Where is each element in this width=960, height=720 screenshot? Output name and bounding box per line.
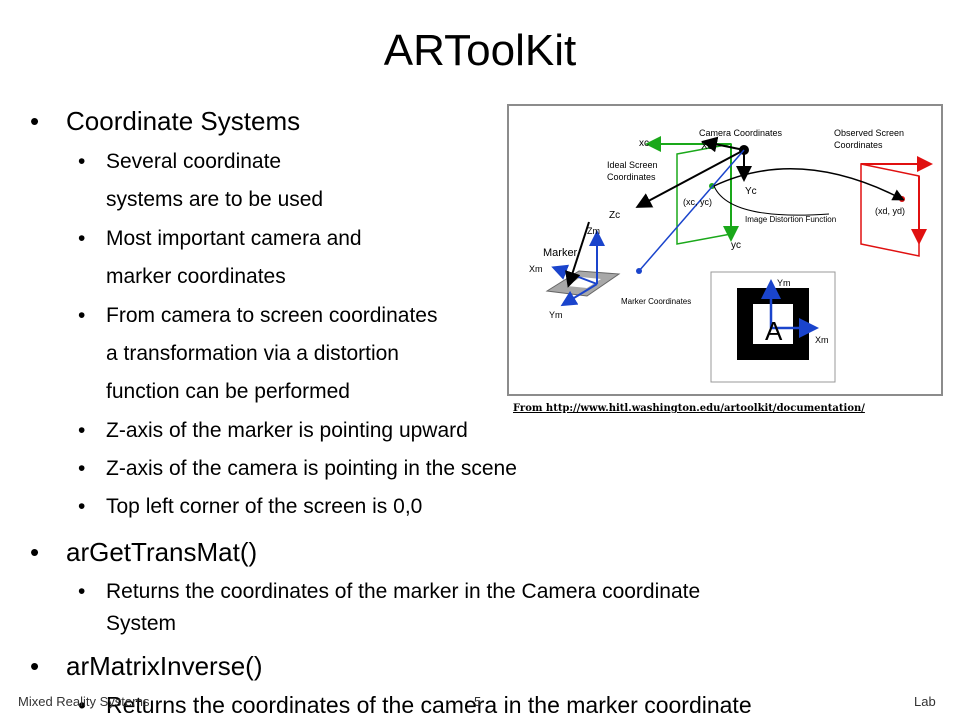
bullet-marker: •: [30, 537, 40, 567]
marker-plane: [545, 221, 621, 307]
label-ideal-coordinates: Coordinates: [607, 172, 656, 182]
heading-armatrixinverse: arMatrixInverse(): [66, 651, 263, 681]
label-zm: Zm: [587, 226, 600, 236]
bullet-marker: •: [30, 651, 40, 681]
footer-right: Lab: [914, 694, 936, 709]
footer-left: Mixed Reality Systems: [18, 694, 150, 709]
label-yc-bottom: yc: [731, 240, 741, 251]
label-inset-letter: A: [765, 316, 783, 346]
bullet-marker: •: [30, 106, 40, 136]
label-marker: Marker: [543, 247, 578, 259]
sub-bullet-text: Top left corner of the screen is 0,0: [106, 495, 423, 518]
bullet-marker: •: [78, 419, 86, 442]
bullet-marker: •: [78, 227, 86, 250]
sub-bullet-text: Z-axis of the camera is pointing in the …: [106, 457, 517, 480]
continuation-text: marker coordinates: [106, 265, 286, 288]
bullet-marker: •: [78, 150, 86, 173]
continuation-text: systems are to be used: [106, 188, 324, 211]
label-xcyc: (xc, yc): [683, 197, 712, 207]
label-zc: Zc: [609, 210, 620, 221]
figure-credit: From http://www.hitl.washington.edu/arto…: [513, 403, 865, 414]
label-xc-left: xc: [639, 138, 649, 149]
bullet-marker: •: [78, 692, 87, 718]
bullet-marker: •: [78, 580, 86, 603]
sub-bullet-text: Returns the coordinates of the marker in…: [106, 580, 701, 603]
label-distortion-function: Image Distortion Function: [745, 215, 836, 224]
label-camera-coordinates: Camera Coordinates: [699, 128, 783, 138]
continuation-text: a transformation via a distortion: [106, 342, 399, 365]
coordinate-diagram: Camera Coordinates Xc xc Ideal Screen Co…: [529, 128, 933, 383]
label-xc-top: Xc: [701, 141, 713, 152]
bullet-marker: •: [78, 304, 86, 327]
label-xm: Xm: [529, 264, 543, 274]
marker-inset: [710, 271, 836, 383]
continuation-text: System: [106, 612, 177, 635]
continuation-text: function can be performed: [106, 380, 350, 403]
label-yc-right: Yc: [745, 186, 757, 197]
slide-title: ARToolKit: [383, 26, 577, 75]
observed-screen-plane: [860, 156, 933, 257]
sub-bullet-text: Z-axis of the marker is pointing upward: [106, 419, 468, 442]
bullet-marker: •: [78, 457, 86, 480]
label-xdyd: (xd, yd): [875, 206, 905, 216]
coordinate-systems-figure: Camera Coordinates Xc xc Ideal Screen Co…: [507, 104, 943, 396]
sub-bullet-text: Returns the coordinates of the camera in…: [106, 692, 752, 718]
label-observed-screen: Observed Screen: [834, 128, 904, 138]
label-marker-coordinates: Marker Coordinates: [621, 297, 691, 306]
camera-axes: [635, 136, 905, 274]
heading-argettransmat: arGetTransMat(): [66, 537, 258, 567]
sub-bullet-text: Several coordinate: [106, 150, 282, 173]
label-observed-coordinates: Coordinates: [834, 140, 883, 150]
footer-page-number: 5: [474, 694, 482, 709]
sub-bullet-text: From camera to screen coordinates: [106, 304, 438, 327]
bullet-marker: •: [78, 495, 86, 518]
label-inset-caption: Zm is directed to upside: [725, 366, 821, 376]
label-inset-xm: Xm: [815, 335, 829, 345]
label-ym: Ym: [549, 310, 563, 320]
label-ideal-screen: Ideal Screen: [607, 160, 658, 170]
label-inset-ym: Ym: [777, 278, 791, 288]
sub-bullet-text: Most important camera and: [106, 227, 362, 250]
heading-coordinate-systems: Coordinate Systems: [66, 106, 301, 136]
